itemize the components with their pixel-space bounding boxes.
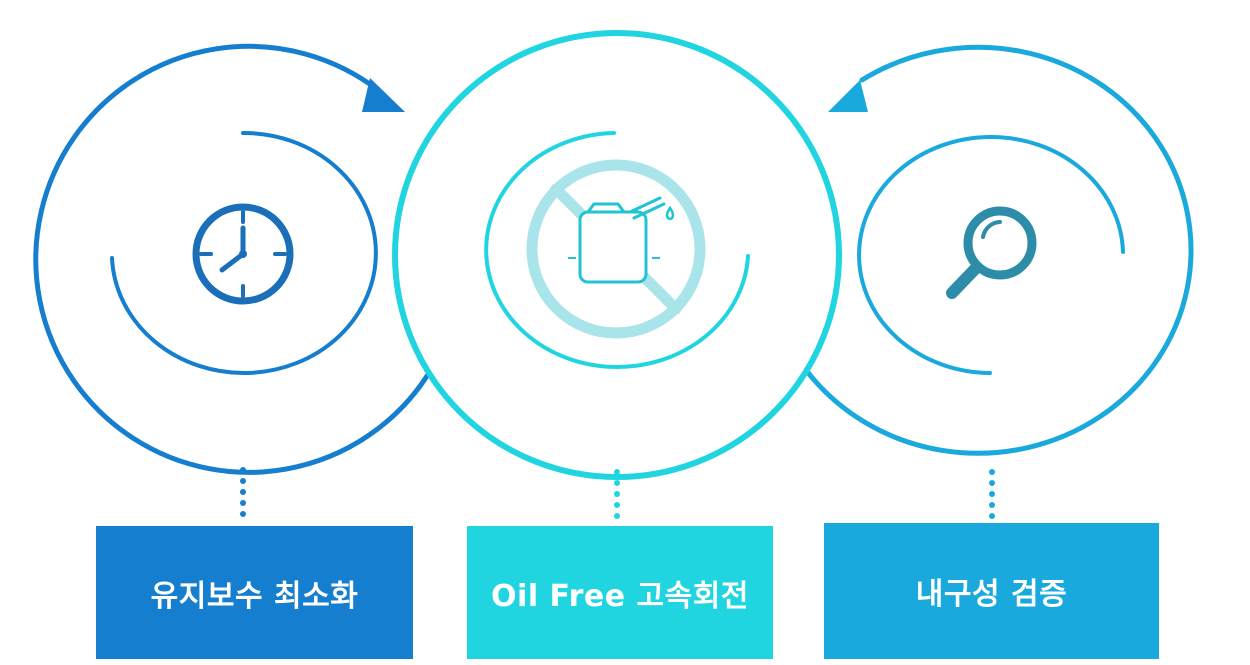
magnifier-icon: [946, 206, 1037, 299]
label-box-oil-free: Oil Free 고속회전: [467, 526, 773, 659]
inner-arc-left: [110, 130, 378, 375]
stage-durability: [803, 44, 1194, 519]
label-maintenance: 유지보수 최소화: [150, 578, 359, 614]
inner-arc-middle: [484, 131, 750, 369]
stage-maintenance: [33, 43, 435, 517]
label-oil-free: Oil Free 고속회전: [491, 578, 749, 614]
outer-ring-left: [33, 43, 435, 475]
label-durability: 내구성 검증: [915, 577, 1068, 612]
label-box-maintenance: 유지보수 최소화: [96, 526, 413, 659]
dotted-connector-middle: [614, 469, 620, 519]
arrow-head-right: [362, 78, 405, 112]
arrow-head-left: [828, 80, 868, 112]
dotted-connector-right: [989, 469, 995, 519]
no-oil-can-icon: [526, 159, 706, 339]
inner-arc-right: [857, 135, 1125, 375]
outer-ring-right: [803, 44, 1194, 456]
dotted-connector-left: [240, 467, 246, 517]
label-box-durability: 내구성 검증: [824, 523, 1159, 659]
clock-icon: [192, 203, 294, 305]
stage-oil-free: [392, 30, 842, 519]
